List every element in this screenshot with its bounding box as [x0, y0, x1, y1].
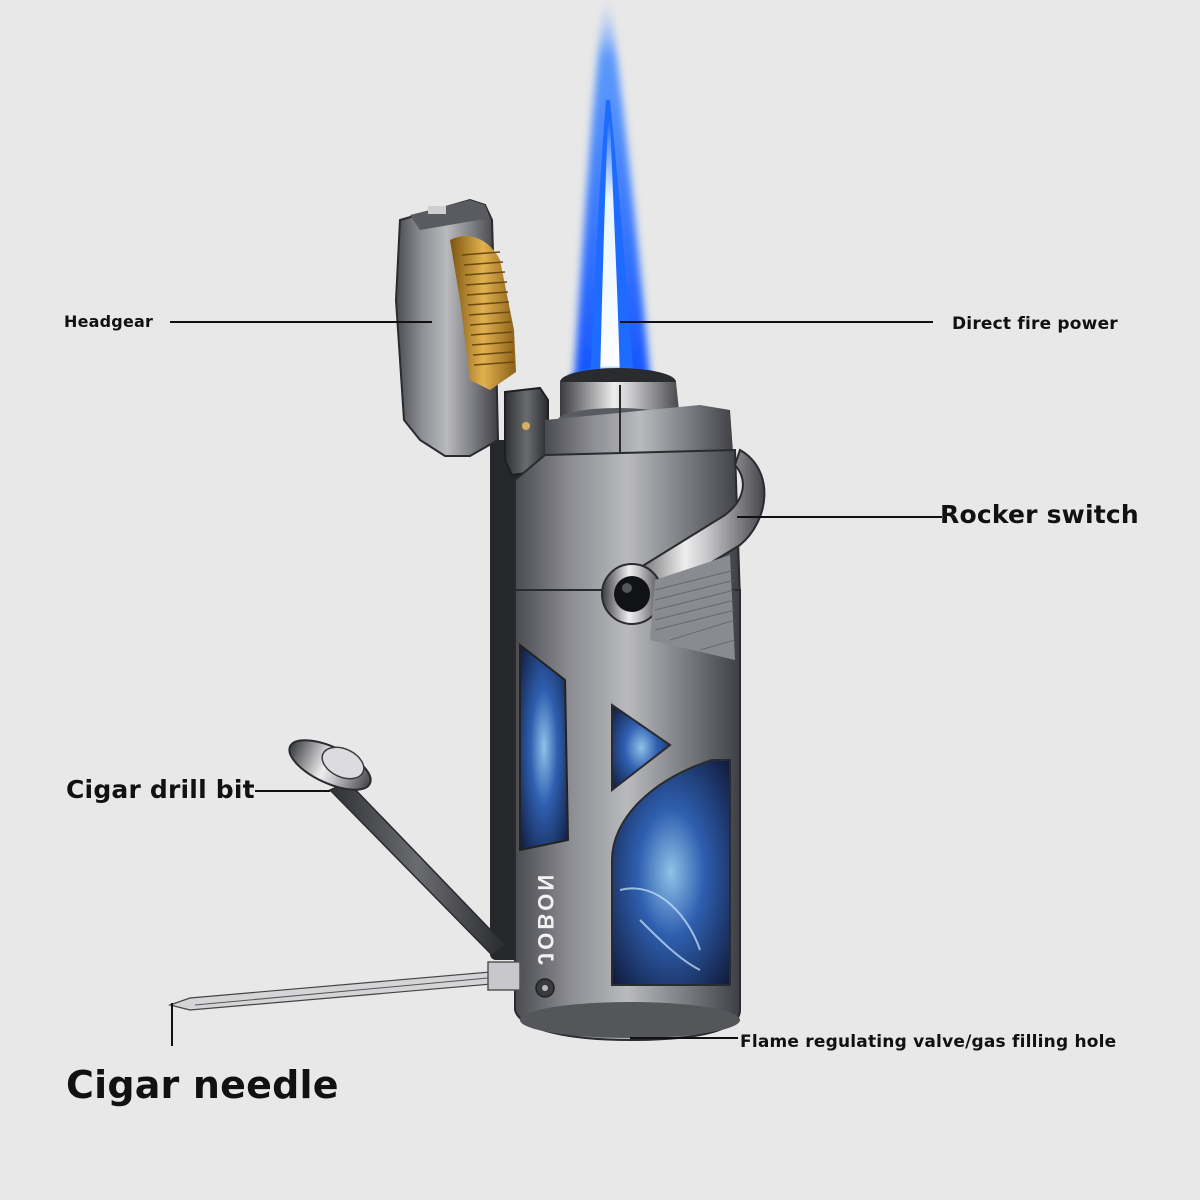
callout-rocker-switch: Rocker switch	[940, 500, 1139, 529]
leader-line-needle	[171, 1003, 173, 1046]
callout-headgear: Headgear	[64, 312, 154, 331]
cigar-drill-bit	[288, 739, 507, 956]
leader-line-direct-fire	[620, 321, 933, 323]
leader-line-rocker	[737, 516, 942, 518]
leader-line-drill	[255, 790, 330, 792]
cigar-needle	[167, 961, 555, 1011]
callout-flame-valve: Flame regulating valve/gas filling hole	[740, 1032, 1117, 1052]
leader-line-headgear	[170, 321, 432, 323]
callout-cigar-needle: Cigar needle	[66, 1063, 339, 1107]
callout-cigar-drill-bit: Cigar drill bit	[66, 775, 255, 804]
rocker-switch	[601, 448, 766, 625]
leader-line-valve	[630, 1037, 738, 1039]
lid-headgear	[394, 198, 516, 457]
callout-direct-fire-power: Direct fire power	[952, 314, 1118, 334]
flame	[568, 0, 660, 388]
brand-logo: JOBON	[533, 871, 558, 965]
